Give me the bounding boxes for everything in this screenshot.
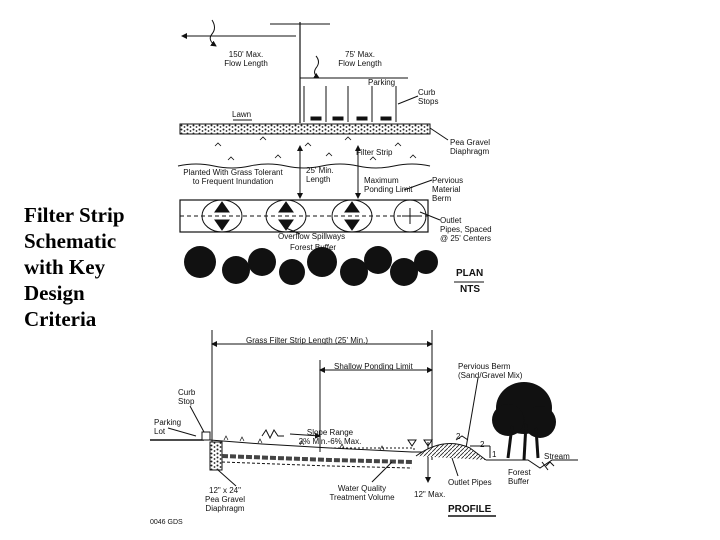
slide-title: Filter Strip Schematic with Key Design C… <box>24 202 164 332</box>
filter-strip-label: Filter Strip <box>356 148 393 157</box>
planted-label: Planted With Grass Tolerant to Frequent … <box>172 168 294 186</box>
plan-view-label: PLAN <box>456 268 484 279</box>
label-line: 25' Min. <box>306 166 334 175</box>
label-line: Maximum <box>364 176 399 185</box>
label-line: Flow Length <box>224 59 268 68</box>
min-length-label: 25' Min. Length <box>306 166 334 184</box>
label-line: Forest <box>508 468 531 477</box>
label-line: Parking <box>154 418 182 427</box>
label-line: 12" x 24" <box>209 486 241 495</box>
pea-gravel-label: Pea Gravel Diaphragm <box>450 138 490 156</box>
outlet-pipes-label: Outlet Pipes, Spaced @ 25' Centers <box>440 216 492 243</box>
gravel-diaphragm-label: 12" x 24" Pea Gravel Diaphragm <box>198 486 252 513</box>
label-line: 2% Min.-6% Max. <box>298 437 362 446</box>
label-line: to Frequent Inundation <box>192 177 274 186</box>
label-line: Pea Gravel <box>450 138 491 147</box>
profile-view-label: PROFILE <box>448 504 492 515</box>
credit-label: 0046 GDS <box>150 519 183 526</box>
label-line: Outlet <box>440 216 462 225</box>
max-ponding-label: Maximum Ponding Limit <box>364 176 412 194</box>
title-line: Filter Strip <box>24 203 125 227</box>
label-line: Stops <box>418 97 439 106</box>
title-line: Schematic <box>24 229 117 253</box>
label-line: Pervious Berm <box>458 362 511 371</box>
scale-label: NTS <box>460 284 480 295</box>
wq-volume-label: Water Quality Treatment Volume <box>322 484 402 502</box>
label-line: Buffer <box>508 477 530 486</box>
profile-outlet-pipes-label: Outlet Pipes <box>448 478 492 487</box>
curb-stops-label: Curb Stops <box>418 88 438 106</box>
berm-dim-2-label: 2 <box>456 432 461 441</box>
label-line: (Sand/Gravel Mix) <box>458 371 523 380</box>
shallow-ponding-label: Shallow Ponding Limit <box>334 362 413 371</box>
label-line: Water Quality <box>337 484 387 493</box>
title-line: Criteria <box>24 307 97 331</box>
label-line: Material <box>432 185 461 194</box>
max-flow-150-label: 150' Max. Flow Length <box>216 50 276 68</box>
label-line: Stop <box>178 397 195 406</box>
label-line: Curb <box>418 88 436 97</box>
label-line: Flow Length <box>338 59 382 68</box>
curb-stop-label: Curb Stop <box>178 388 195 406</box>
parking-lot-label: Parking Lot <box>154 418 181 436</box>
label-line: Diaphragm <box>205 504 245 513</box>
parking-label: Parking <box>368 78 396 87</box>
label-line: Ponding Limit <box>364 185 413 194</box>
label-line: 75' Max. <box>345 50 375 59</box>
label-line: Planted With Grass Tolerant <box>183 168 283 177</box>
label-line: @ 25' Centers <box>440 234 492 243</box>
slope-range-label: Slope Range 2% Min.-6% Max. <box>290 428 370 446</box>
pervious-berm-label: Pervious Material Berm <box>432 176 463 203</box>
stream-label: Stream <box>544 452 570 461</box>
title-line: Design <box>24 281 85 305</box>
label-line: Length <box>306 175 331 184</box>
forest-buffer-label: Forest Buffer <box>290 243 337 252</box>
label-line: Lot <box>154 427 166 436</box>
overflow-spillways-label: Overflow Spillways <box>278 232 346 241</box>
lawn-label: Lawn <box>232 110 252 119</box>
max-12-label: 12" Max. <box>414 490 446 499</box>
label-line: Pea Gravel <box>204 495 246 504</box>
label-line: Curb <box>178 388 196 397</box>
berm-dim-1-label: 1 <box>492 450 497 459</box>
label-line: Treatment Volume <box>329 493 395 502</box>
label-line: Slope Range <box>306 428 354 437</box>
profile-view <box>150 330 578 517</box>
label-line: Pipes, Spaced <box>440 225 492 234</box>
label-line: Diaphragm <box>450 147 490 156</box>
plan-view <box>177 19 484 286</box>
max-flow-75-label: 75' Max. Flow Length <box>330 50 390 68</box>
label-line: Pervious <box>432 176 464 185</box>
title-line: with Key <box>24 255 106 279</box>
label-line: 150' Max. <box>228 50 264 59</box>
strip-length-label: Grass Filter Strip Length (25' Min.) <box>246 336 369 345</box>
berm-dim-2b-label: 2 <box>480 440 485 449</box>
profile-forest-buffer-label: Forest Buffer <box>508 468 531 486</box>
label-line: Berm <box>432 194 452 203</box>
profile-berm-label: Pervious Berm (Sand/Gravel Mix) <box>458 362 522 380</box>
